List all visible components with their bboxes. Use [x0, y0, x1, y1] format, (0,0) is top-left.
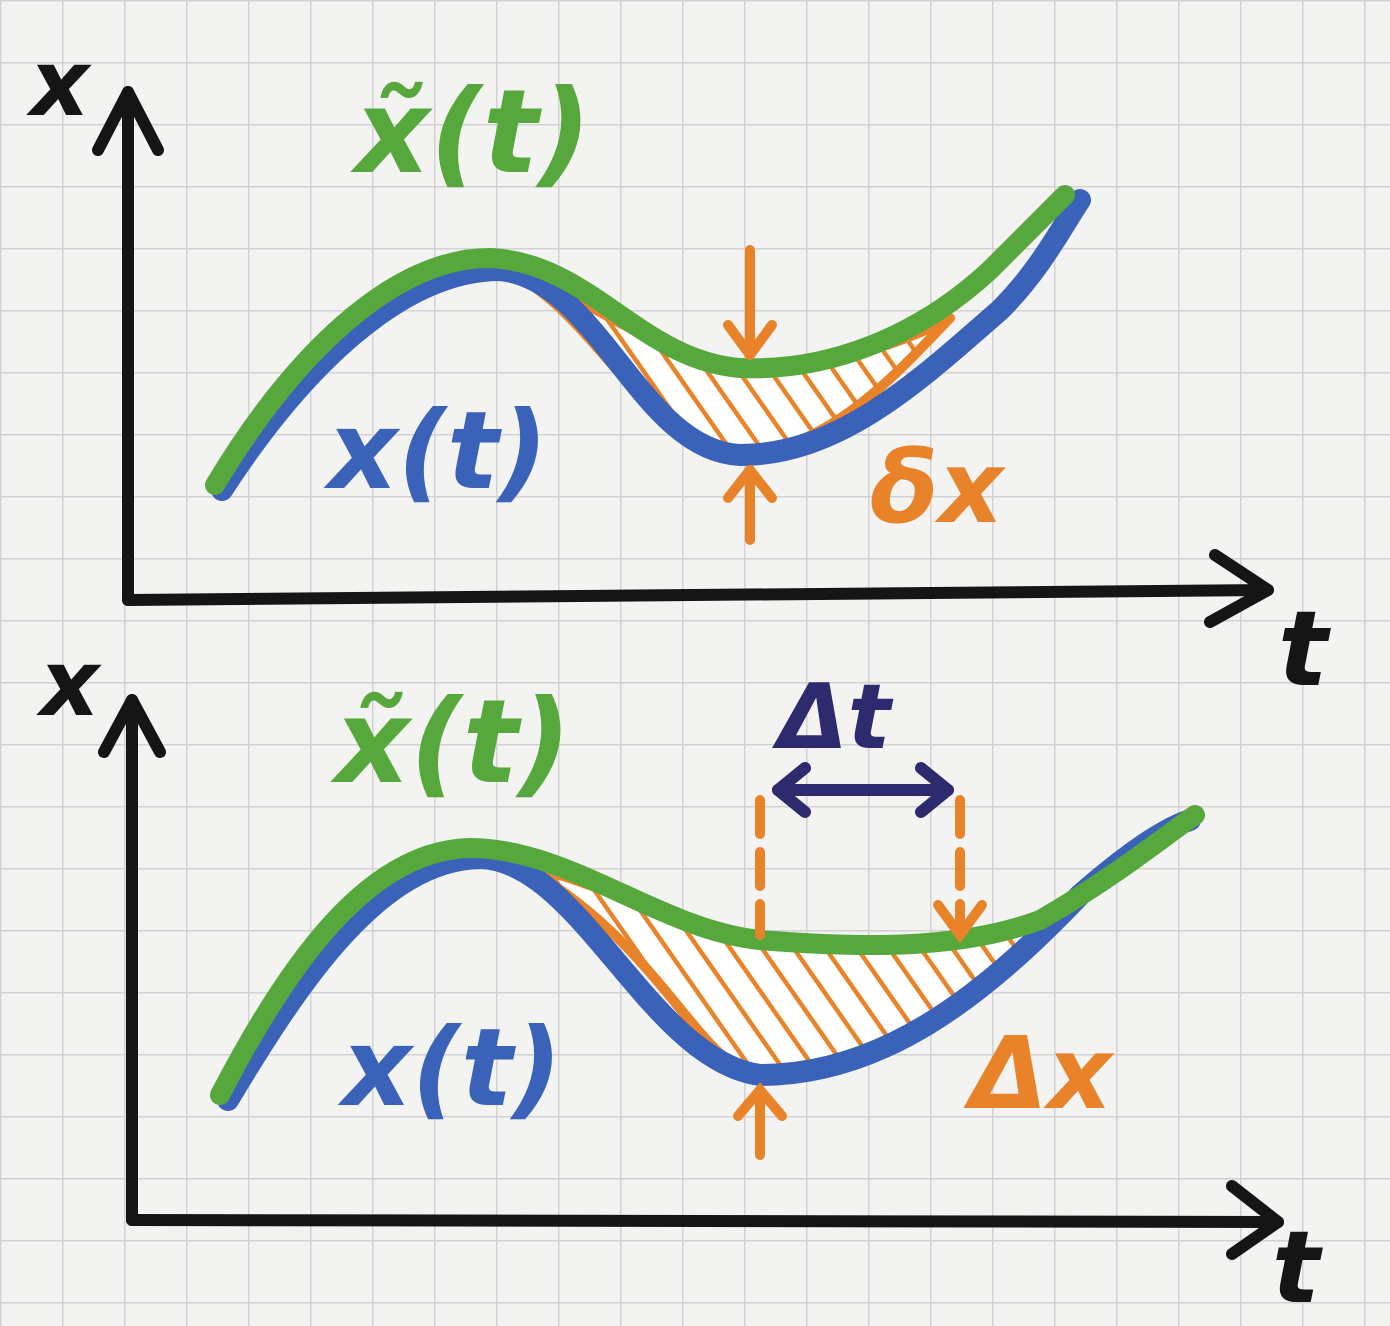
time-shift-arrow: [772, 762, 954, 818]
time-shift-guides: [733, 795, 987, 1160]
panel-bottom: x t x̃(t) x(t) Δx Δt: [36, 630, 1323, 1326]
axes-top: [92, 86, 1274, 628]
delta-label-bottom: Δx: [963, 1015, 1115, 1132]
y-axis-label-top: x: [26, 30, 92, 137]
delta-label-top: δx: [870, 429, 1007, 546]
perturbed-curve-bottom: [210, 805, 1205, 1105]
x-axis-label-bottom: t: [1272, 1209, 1323, 1326]
path-label-top: x(t): [323, 389, 548, 514]
path-label-bottom: x(t): [337, 1006, 562, 1131]
path-curve-top: [211, 189, 1091, 501]
x-axis-label-top: t: [1278, 588, 1331, 710]
y-axis-label-bottom: x: [36, 630, 102, 737]
perturbed-label-top: x̃(t): [350, 65, 591, 200]
time-shift-label: Δt: [772, 665, 894, 770]
perturbed-curve-top: [205, 185, 1075, 495]
delta-arrows-top: [723, 245, 777, 545]
perturbed-label-bottom: x̃(t): [330, 675, 571, 810]
axes-bottom: [98, 694, 1284, 1260]
panel-top: x t x̃(t) x(t) δx: [26, 30, 1331, 710]
